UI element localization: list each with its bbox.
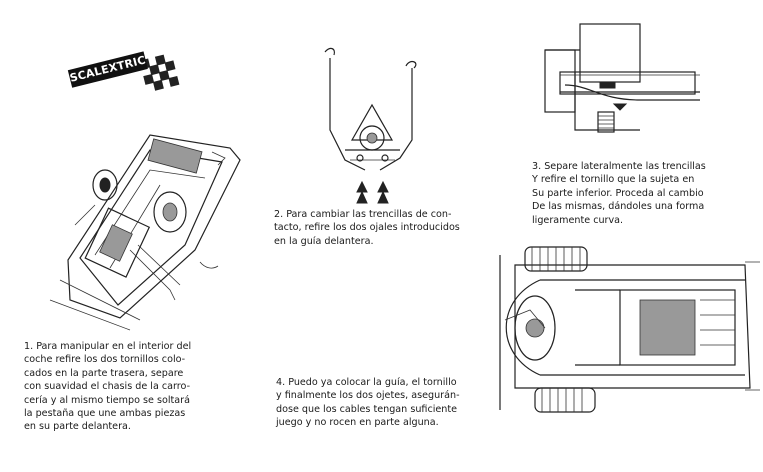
checkered-flag-icon [139, 54, 180, 91]
step-2-text: 2. Para cambiar las trencillas de con- t… [274, 209, 460, 247]
scalextric-logo [68, 54, 180, 105]
step-4-text: 4. Puedo ya colocar la guía, el tornillo… [276, 377, 460, 429]
step-3-text: 3. Separe lateralmente las trencillas Y … [532, 161, 706, 226]
step-1-text: 1. Para manipular en el interior del coc… [24, 341, 192, 433]
